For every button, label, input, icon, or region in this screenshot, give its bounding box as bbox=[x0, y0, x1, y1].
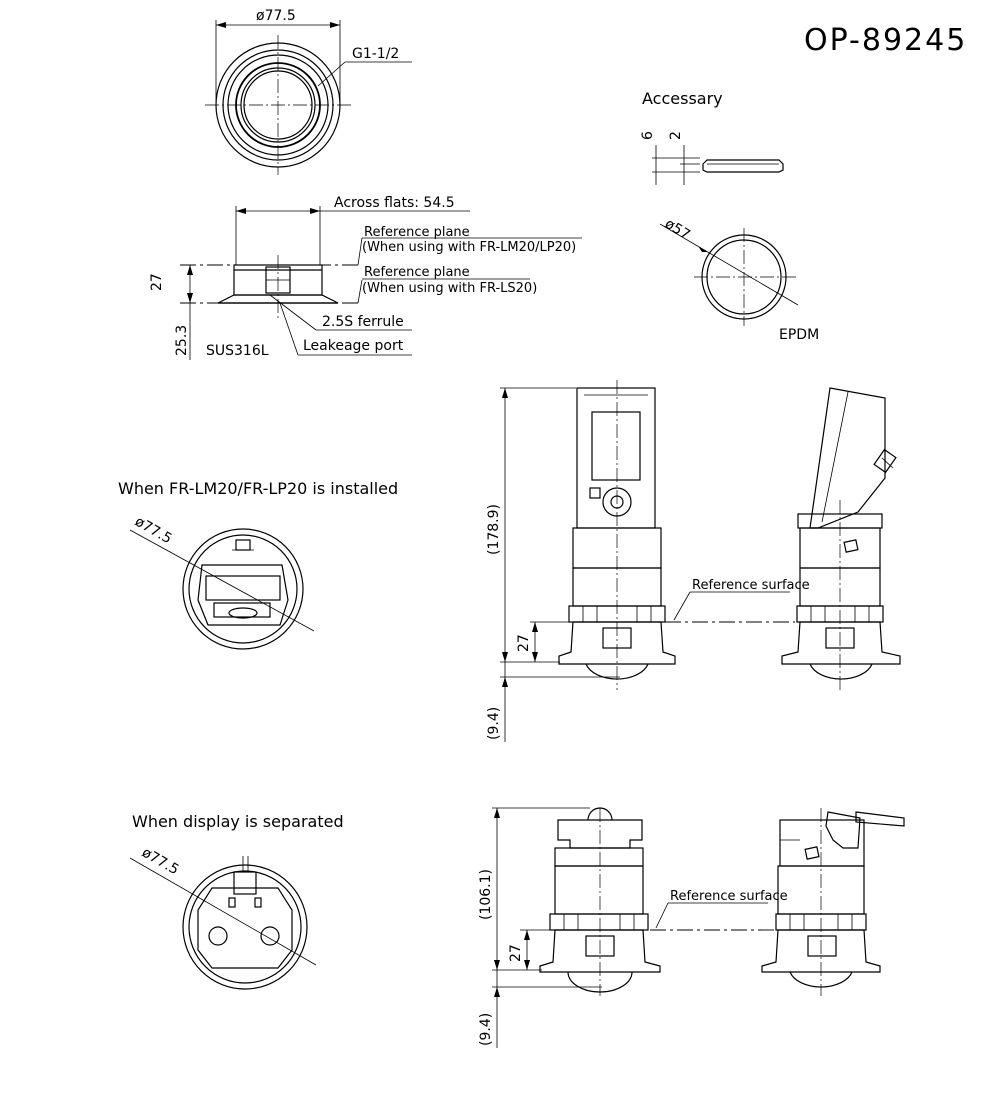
separated-plan-view: When display is separated ø77.5 bbox=[129, 812, 344, 990]
leakage-port-label: Leakeage port bbox=[303, 338, 404, 354]
part-number: OP-89245 bbox=[804, 23, 967, 58]
gasket-material-label: EPDM bbox=[779, 327, 819, 343]
adapter-top-view: ø77.5 G1-1/2 bbox=[205, 8, 412, 175]
across-flats-label: Across flats: 54.5 bbox=[334, 195, 455, 211]
ref-plane-1-line2: (When using with FR-LM20/LP20) bbox=[362, 240, 576, 255]
ref-plane-1-line1: Reference plane bbox=[364, 225, 470, 240]
separated-side-view bbox=[761, 808, 905, 996]
dim-2: 2 bbox=[668, 131, 684, 140]
installed-side-view bbox=[781, 387, 901, 690]
dim-27-installed: 27 bbox=[516, 634, 532, 652]
ref-plane-2-line2: (When using with FR-LS20) bbox=[362, 281, 537, 296]
installed-diameter-label: ø77.5 bbox=[132, 514, 174, 548]
separated-title: When display is separated bbox=[132, 812, 344, 831]
gasket-diameter-label: ø57 bbox=[662, 216, 693, 244]
ferrule-label: 2.5S ferrule bbox=[322, 314, 404, 330]
diameter-top-label: ø77.5 bbox=[256, 8, 296, 24]
ref-surface-installed: Reference surface bbox=[692, 578, 810, 593]
dim-27-separated: 27 bbox=[508, 944, 524, 962]
dim-25-3: 25.3 bbox=[174, 325, 190, 356]
installed-title: When FR-LM20/FR-LP20 is installed bbox=[118, 479, 398, 498]
dim-9-4-separated: (9.4) bbox=[478, 1013, 494, 1046]
thread-label: G1-1/2 bbox=[352, 46, 399, 62]
installed-plan-view: When FR-LM20/FR-LP20 is installed ø77.5 bbox=[118, 479, 398, 650]
separated-diameter-label: ø77.5 bbox=[139, 845, 181, 879]
ref-plane-2-line1: Reference plane bbox=[364, 265, 470, 280]
installed-front-view: (178.9) 27 (9.4) Reference surface bbox=[486, 380, 810, 742]
adapter-side-view: Across flats: 54.5 Reference plane (When… bbox=[149, 195, 582, 360]
accessory-title: Accessary bbox=[642, 89, 723, 108]
dim-106-1: (106.1) bbox=[478, 869, 494, 920]
dim-6: 6 bbox=[640, 131, 656, 140]
dim-9-4-installed: (9.4) bbox=[486, 707, 502, 740]
dim-27-side: 27 bbox=[149, 273, 165, 291]
ref-surface-separated: Reference surface bbox=[670, 889, 788, 904]
separated-front-view: (106.1) 27 (9.4) Reference surface bbox=[478, 807, 788, 1048]
material-label: SUS316L bbox=[206, 343, 269, 359]
accessory-section: Accessary 6 2 ø57 EPDM bbox=[640, 89, 819, 343]
dim-178-9: (178.9) bbox=[486, 504, 502, 555]
